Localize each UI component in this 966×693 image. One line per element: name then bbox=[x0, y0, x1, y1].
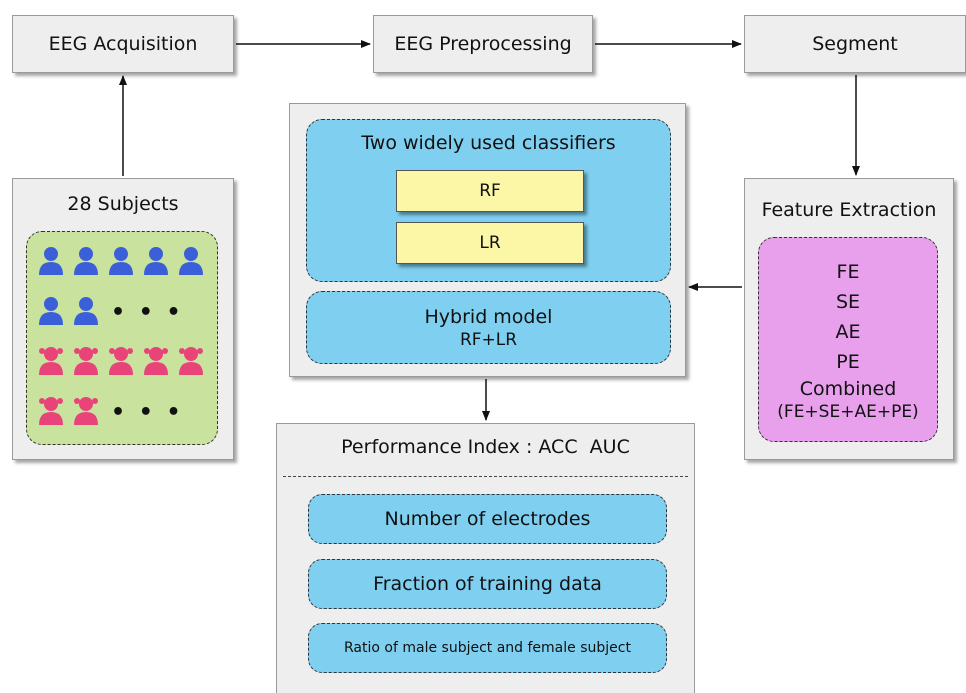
rf-classifier: RF bbox=[396, 170, 584, 212]
lr-label: LR bbox=[479, 233, 501, 253]
male-person-icon bbox=[74, 247, 98, 275]
eeg-acquisition-box: EEG Acquisition bbox=[12, 15, 234, 73]
female-person-icon bbox=[39, 397, 63, 425]
rf-label: RF bbox=[479, 181, 501, 201]
feature-combined-formula: (FE+SE+AE+PE) bbox=[777, 401, 919, 422]
female-person-icon bbox=[144, 347, 168, 375]
feature-fe: FE bbox=[836, 260, 860, 283]
performance-box: Performance Index : ACC AUC Number of el… bbox=[276, 423, 695, 693]
subjects-box: 28 Subjects • • • • • • bbox=[12, 178, 234, 460]
female-person-icon bbox=[39, 347, 63, 375]
female-ellipsis: • • • bbox=[111, 400, 184, 425]
feature-combined: Combined bbox=[799, 377, 897, 400]
feature-extraction-title: Feature Extraction bbox=[761, 199, 937, 221]
male-person-icon bbox=[74, 297, 98, 325]
eeg-preprocessing-box: EEG Preprocessing bbox=[373, 15, 593, 73]
female-person-icon bbox=[74, 347, 98, 375]
male-person-icon bbox=[144, 247, 168, 275]
feature-pe: PE bbox=[836, 350, 860, 373]
hybrid-model-panel: Hybrid model RF+LR bbox=[306, 291, 671, 364]
feature-se: SE bbox=[835, 290, 861, 313]
male-person-icon bbox=[109, 247, 133, 275]
male-person-icon bbox=[179, 247, 203, 275]
classifiers-title: Two widely used classifiers bbox=[361, 132, 616, 154]
performance-title: Performance Index : ACC AUC bbox=[341, 436, 630, 458]
gender-ratio-item: Ratio of male subject and female subject bbox=[308, 623, 667, 673]
male-person-icon bbox=[39, 297, 63, 325]
male-ellipsis: • • • bbox=[111, 300, 184, 325]
subjects-panel: • • • • • • bbox=[26, 231, 218, 445]
features-panel: FE SE AE PE Combined (FE+SE+AE+PE) bbox=[758, 237, 938, 442]
female-person-icon bbox=[179, 347, 203, 375]
segment-label: Segment bbox=[812, 33, 898, 55]
male-person-icon bbox=[39, 247, 63, 275]
subjects-title: 28 Subjects bbox=[67, 193, 179, 215]
eeg-preprocessing-label: EEG Preprocessing bbox=[394, 33, 572, 55]
female-person-icon bbox=[109, 347, 133, 375]
female-person-icon bbox=[74, 397, 98, 425]
hybrid-model-title: Hybrid model bbox=[424, 305, 553, 328]
feature-extraction-box: Feature Extraction FE SE AE PE Combined … bbox=[744, 178, 954, 460]
hybrid-model-sub: RF+LR bbox=[459, 329, 518, 350]
training-fraction-label: Fraction of training data bbox=[373, 573, 602, 595]
lr-classifier: LR bbox=[396, 222, 584, 264]
training-fraction-item: Fraction of training data bbox=[308, 559, 667, 609]
electrodes-label: Number of electrodes bbox=[384, 508, 591, 530]
classifiers-panel: Two widely used classifiers RF LR bbox=[306, 119, 671, 282]
electrodes-item: Number of electrodes bbox=[308, 494, 667, 544]
feature-ae: AE bbox=[835, 320, 861, 343]
eeg-acquisition-label: EEG Acquisition bbox=[48, 33, 198, 55]
performance-divider bbox=[283, 476, 688, 477]
model-box: Two widely used classifiers RF LR Hybrid… bbox=[289, 103, 686, 377]
segment-box: Segment bbox=[744, 15, 966, 73]
gender-ratio-label: Ratio of male subject and female subject bbox=[344, 640, 631, 656]
